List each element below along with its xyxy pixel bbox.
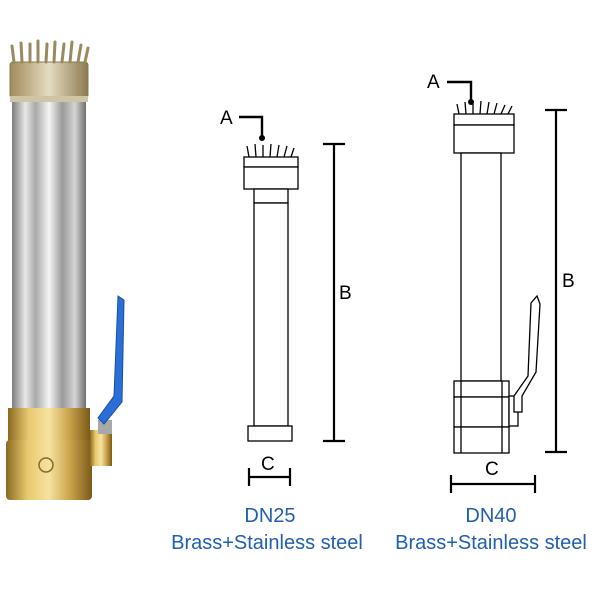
dn40-label-a: A bbox=[427, 72, 440, 93]
dn25-label-c: C bbox=[261, 454, 275, 475]
dn25-size-caption: DN25 bbox=[244, 505, 296, 527]
dn40-dimension-b bbox=[545, 108, 567, 454]
dn40-dimension-c bbox=[449, 475, 537, 493]
dn25-leader-a bbox=[239, 115, 265, 141]
dn40-tube bbox=[460, 152, 502, 382]
dn25-dimension-c bbox=[247, 468, 292, 486]
dn25-nozzle bbox=[243, 143, 299, 190]
dn25-bottom-cap bbox=[247, 425, 293, 442]
dn40-material-caption: Brass+Stainless steel bbox=[395, 532, 587, 554]
dn25-dimension-b bbox=[323, 142, 345, 443]
dn40-drawing bbox=[453, 100, 541, 454]
dn40-size-caption: DN40 bbox=[465, 505, 517, 527]
dn40-label-c: C bbox=[485, 459, 499, 480]
photo-blue-handle bbox=[97, 295, 125, 425]
photo-brass-valve bbox=[6, 408, 112, 500]
dn40-handle bbox=[513, 294, 541, 413]
dn25-tube bbox=[253, 188, 289, 204]
dn25-label-a: A bbox=[220, 108, 233, 129]
dn40-label-b: B bbox=[562, 271, 575, 292]
photo-steel-tube bbox=[12, 102, 86, 410]
product-photo bbox=[6, 39, 125, 500]
dn25-material-caption: Brass+Stainless steel bbox=[171, 532, 363, 554]
dn40-leader-a bbox=[447, 80, 474, 105]
dn25-drawing bbox=[243, 143, 299, 442]
dn40-nozzle bbox=[453, 100, 515, 154]
dn25-label-b: B bbox=[339, 283, 352, 304]
dn40-valve-body bbox=[453, 380, 519, 454]
photo-nozzle-head bbox=[9, 39, 90, 102]
